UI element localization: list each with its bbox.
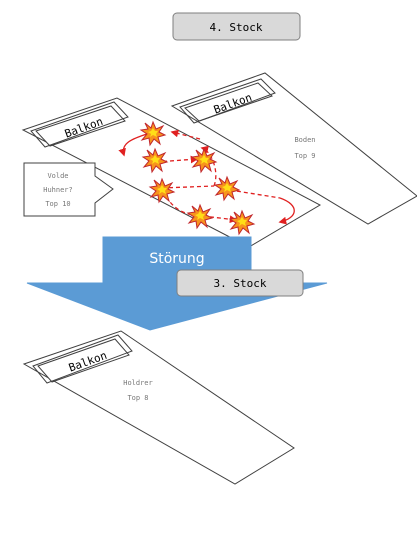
floor-label-4-text: 4. Stock: [210, 21, 263, 34]
floor-label-4: 4. Stock: [172, 12, 301, 41]
callout-line-1: Volde: [47, 172, 68, 180]
lower-unit: Balkon Holdrer Top 8: [22, 330, 295, 485]
upper-right-unit-name: Boden: [294, 136, 315, 144]
lower-unit-name: Holdrer: [123, 379, 153, 387]
lower-unit-top: Top 8: [127, 394, 148, 402]
upper-right-unit-top: Top 9: [294, 152, 315, 160]
callout-arrow-box: Volde Huhner? Top 10: [23, 162, 114, 217]
disturbance-label: Störung: [149, 251, 204, 267]
callout-line-3: Top 10: [45, 200, 70, 208]
floor-label-3-text: 3. Stock: [214, 277, 267, 290]
upper-left-unit: Balkon: [21, 97, 322, 248]
upper-right-unit: Balkon Boden Top 9: [170, 72, 417, 225]
callout-line-2: Huhner?: [43, 186, 73, 194]
floor-label-3: 3. Stock: [176, 269, 304, 297]
